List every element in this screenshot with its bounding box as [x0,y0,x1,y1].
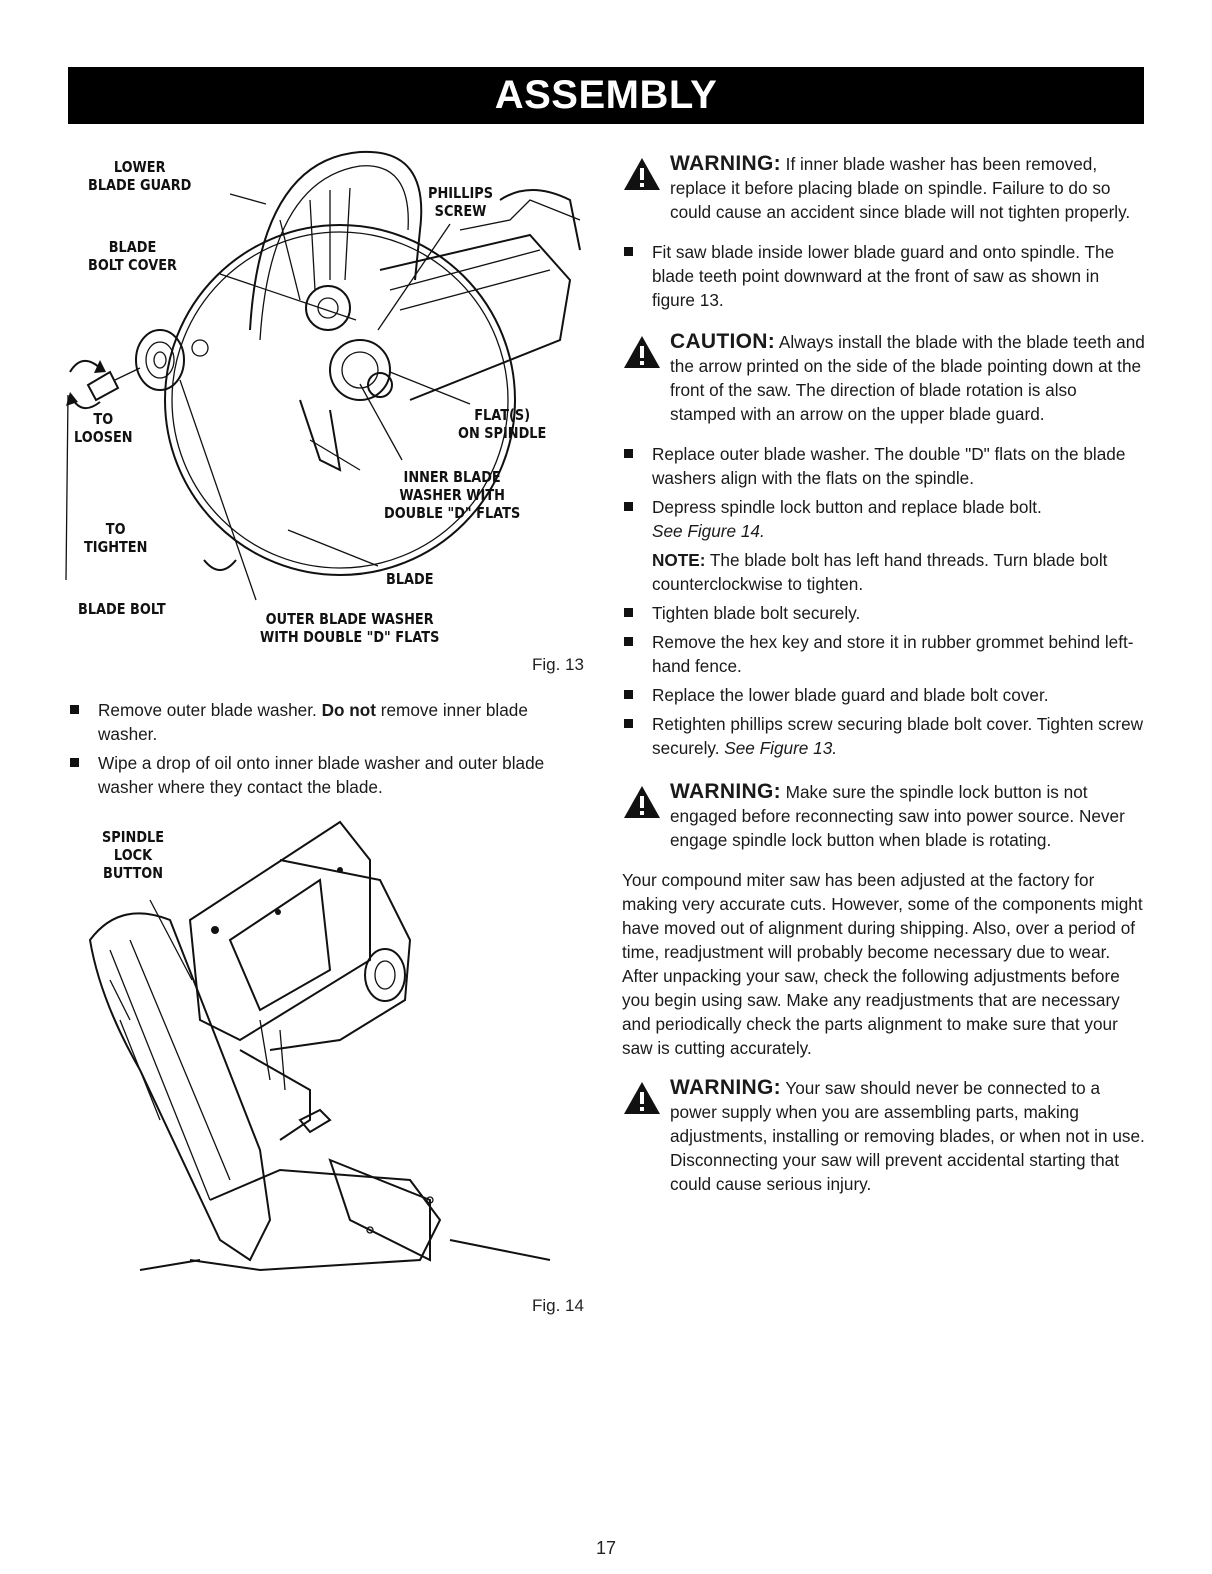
figure-13-caption: Fig. 13 [532,655,584,674]
label-phillips-screw: PHILLIPS SCREW [428,184,494,220]
label-inner-blade-washer: INNER BLADE WASHER WITH DOUBLE "D" FLATS [384,468,521,522]
list-item: Wipe a drop of oil onto inner blade wash… [68,751,578,799]
figure-13: LOWER BLADE GUARD BLADE BOLT COVER PHILL… [60,140,600,680]
list-item: Remove outer blade washer. Do not remove… [68,698,578,746]
label-blade-bolt-cover: BLADE BOLT COVER [88,238,177,274]
label-outer-blade-washer: OUTER BLADE WASHER WITH DOUBLE "D" FLATS [260,610,440,646]
page-number: 17 [595,1538,617,1558]
warning-block-3: WARNING: Your saw should never be connec… [622,1076,1146,1196]
warning-triangle-icon [624,158,660,190]
bullet-square-icon [624,502,633,511]
bullet-square-icon [624,247,633,256]
saw-blade-illustration [65,150,581,601]
bullet-square-icon [624,637,633,646]
figure-14-caption: Fig. 14 [532,1296,584,1315]
warning-block-2: WARNING: Make sure the spindle lock butt… [622,780,1146,852]
list-item: Remove the hex key and store it in rubbe… [622,630,1146,678]
bullet-square-icon [624,719,633,728]
label-lower-blade-guard: LOWER BLADE GUARD [88,158,192,194]
bullet-square-icon [70,705,79,714]
caution-block: CAUTION: Always install the blade with t… [622,330,1146,426]
figure-14: SPINDLE LOCK BUTTON [80,820,560,1280]
list-item: Replace outer blade washer. The double "… [622,442,1146,490]
label-blade: BLADE [386,570,434,588]
label-spindle-lock-button: SPINDLE LOCK BUTTON [102,828,165,882]
list-item: Fit saw blade inside lower blade guard a… [622,240,1146,312]
adjustment-paragraph: Your compound miter saw has been adjuste… [622,870,1143,1058]
list-item: Retighten phillips screw securing blade … [622,712,1146,760]
label-to-tighten: TO TIGHTEN [84,520,148,556]
left-bullet-list: Remove outer blade washer. Do not remove… [68,698,578,804]
bullet-square-icon [70,758,79,767]
note-text: NOTE: The blade bolt has left hand threa… [652,550,1108,594]
bullet-square-icon [624,608,633,617]
list-item: Tighten blade bolt securely. [622,601,1146,625]
caution-triangle-icon [624,336,660,368]
warning-triangle-icon [624,1082,660,1114]
label-to-loosen: TO LOOSEN [74,410,133,446]
label-flats-on-spindle: FLAT(S) ON SPINDLE [458,406,547,442]
bullet-square-icon [624,690,633,699]
warning-triangle-icon [624,786,660,818]
miter-saw-illustration [88,820,551,1272]
list-item: Depress spindle lock button and replace … [622,495,1146,543]
right-column: WARNING: If inner blade washer has been … [622,152,1146,1212]
bullet-square-icon [624,449,633,458]
list-item: Replace the lower blade guard and blade … [622,683,1146,707]
label-blade-bolt: BLADE BOLT [78,600,166,618]
warning-block-1: WARNING: If inner blade washer has been … [622,152,1146,224]
page-header-banner: ASSEMBLY [68,67,1144,124]
